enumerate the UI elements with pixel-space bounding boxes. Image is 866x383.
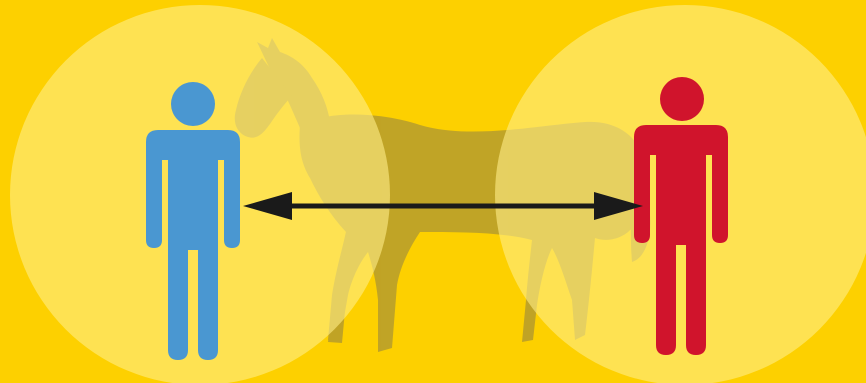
diagram-canvas [0, 0, 866, 383]
diagram-svg [0, 0, 866, 383]
